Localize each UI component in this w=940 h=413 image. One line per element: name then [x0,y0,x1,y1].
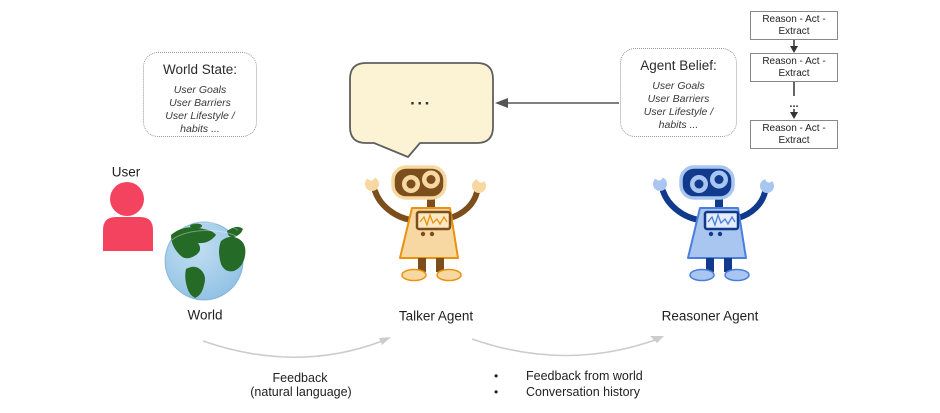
world-label: World [187,307,223,323]
reasoner-agent-robot [653,167,774,281]
reason-act-extract-box-2: Reason - Act - Extract [750,53,838,82]
agent-belief-item: habits ... [658,119,699,131]
world-state-title: World State: [162,62,238,77]
world-state-item: User Barriers [169,97,231,109]
natural-language-label: (natural language) [250,385,352,399]
talker-to-reasoner-bullets: • Feedback from world • Conversation his… [494,369,643,400]
agent-belief-item: User Goals [652,80,705,92]
talker-to-reasoner-arrow [471,336,664,357]
reason-act-extract-box-3: Reason - Act - Extract [750,120,838,149]
reasoner-agent-label: Reasoner Agent [661,308,759,324]
bullet-icon: • [494,369,499,383]
bullet-item: • Conversation history [494,385,643,401]
speech-bubble-text: ... [410,89,432,109]
agent-belief-item: User Barriers [647,93,710,105]
bullet-icon: • [494,384,499,399]
agent-belief-title: Agent Belief: [640,58,717,73]
belief-to-bubble-arrow [495,98,619,108]
bullet-item: • Feedback from world [494,369,643,385]
talker-agent-label: Talker Agent [398,308,474,324]
speech-bubble [349,62,494,158]
reason-act-extract-box-1: Reason - Act - Extract [750,11,838,40]
world-state-box: World State: User Goals User Barriers Us… [143,52,257,137]
reason-chain-ellipsis: ... [789,98,798,110]
talker-agent-robot [365,167,486,281]
world-state-item: User Lifestyle / [165,110,235,122]
agent-belief-item: User Lifestyle / [643,106,714,118]
user-icon [103,182,153,251]
world-state-item: User Goals [173,84,227,96]
feedback-label: Feedback [272,371,328,385]
bullet-item-text: Conversation history [526,384,640,399]
user-label: User [111,164,141,180]
bullet-item-text: Feedback from world [526,369,643,383]
world-to-talker-arrow [202,337,391,359]
agent-belief-box: Agent Belief: User Goals User Barriers U… [620,48,737,137]
world-state-item: habits ... [180,123,220,135]
world-globe-icon [164,221,246,301]
